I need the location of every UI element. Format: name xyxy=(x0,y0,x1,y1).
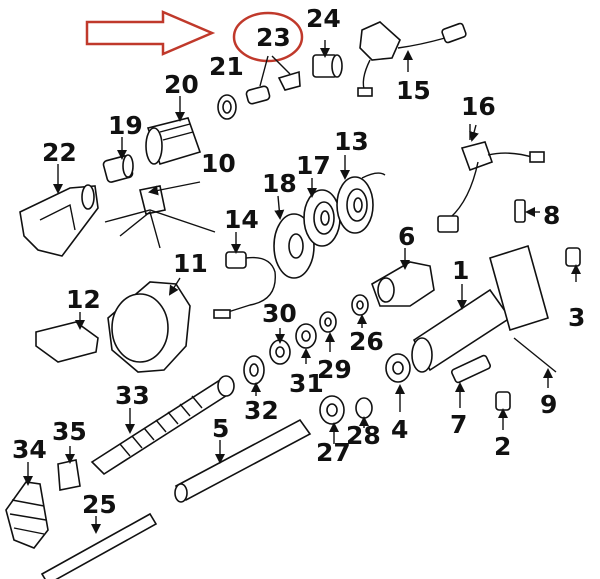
label-19: 19 xyxy=(108,111,143,140)
part-25-shaft xyxy=(40,512,158,579)
label-4: 4 xyxy=(391,415,408,444)
part-28-nut xyxy=(355,397,373,428)
part-16-switch xyxy=(437,124,545,233)
part-5-shaft xyxy=(174,418,312,503)
part-10-bracket xyxy=(104,181,216,249)
label-15: 15 xyxy=(396,76,431,105)
label-18: 18 xyxy=(262,169,297,198)
label-11: 11 xyxy=(173,249,208,278)
label-33: 33 xyxy=(115,381,150,410)
label-12: 12 xyxy=(66,285,101,314)
label-3: 3 xyxy=(568,303,585,332)
label-20: 20 xyxy=(164,70,199,99)
label-34: 34 xyxy=(12,435,47,464)
label-2: 2 xyxy=(494,432,511,461)
part-18-disc xyxy=(273,195,315,279)
part-2-bolt xyxy=(495,391,511,430)
part-34-boot xyxy=(5,462,49,549)
label-16: 16 xyxy=(461,92,496,121)
label-21: 21 xyxy=(209,52,244,81)
label-26: 26 xyxy=(349,327,384,356)
part-15-switch xyxy=(357,21,467,97)
part-17-spring xyxy=(303,178,341,247)
label-31: 31 xyxy=(289,369,324,398)
label-29: 29 xyxy=(317,355,352,384)
label-17: 17 xyxy=(296,151,331,180)
part-27-bushing xyxy=(319,395,345,444)
part-1-column xyxy=(411,244,549,373)
part-19-cylinder xyxy=(102,137,134,183)
part-12-plate xyxy=(35,312,99,363)
part-9-lever xyxy=(513,337,557,388)
part-23-pin xyxy=(245,55,301,105)
part-22-housing xyxy=(19,164,99,257)
part-4-bearing xyxy=(385,353,411,412)
label-30: 30 xyxy=(262,299,297,328)
label-23: 23 xyxy=(256,23,291,52)
part-7-pin xyxy=(451,354,491,408)
part-35-collar xyxy=(57,446,81,491)
label-24: 24 xyxy=(306,4,341,33)
part-30-nut xyxy=(269,328,291,365)
part-13-spring xyxy=(336,155,386,234)
part-3-screw xyxy=(565,247,581,282)
highlight-circle xyxy=(232,11,304,63)
part-8-bolt xyxy=(514,199,540,223)
label-13: 13 xyxy=(334,127,369,156)
label-14: 14 xyxy=(224,205,259,234)
label-25: 25 xyxy=(82,490,117,519)
label-35: 35 xyxy=(52,417,87,446)
part-32-bearing xyxy=(243,355,265,396)
part-24-cylinder xyxy=(312,40,343,78)
label-28: 28 xyxy=(346,421,381,450)
part-21-ring xyxy=(217,94,237,120)
label-6: 6 xyxy=(398,222,415,251)
part-26-bushing xyxy=(351,294,369,328)
label-7: 7 xyxy=(450,410,467,439)
label-10: 10 xyxy=(201,149,236,178)
part-6-housing xyxy=(371,248,435,307)
part-29-washer xyxy=(319,311,337,352)
part-14-sensor xyxy=(213,232,276,319)
label-22: 22 xyxy=(42,138,77,167)
label-27: 27 xyxy=(316,438,351,467)
part-33-shaft xyxy=(90,375,235,476)
label-8: 8 xyxy=(543,201,560,230)
label-5: 5 xyxy=(212,414,229,443)
label-9: 9 xyxy=(540,390,557,419)
part-31-nut xyxy=(295,323,317,364)
label-32: 32 xyxy=(244,396,279,425)
highlight-arrow xyxy=(85,10,216,56)
label-1: 1 xyxy=(452,256,469,285)
part-11-cover xyxy=(107,277,191,373)
part-20-barrel xyxy=(145,96,202,165)
